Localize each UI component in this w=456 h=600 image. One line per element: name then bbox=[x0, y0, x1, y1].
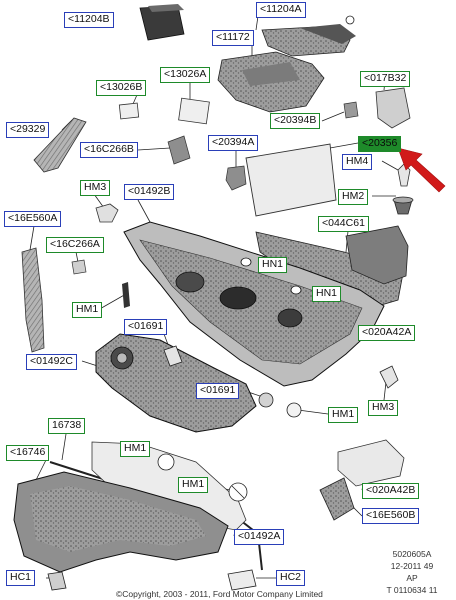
clip-hc1 bbox=[47, 571, 67, 591]
reference-code: 5020605A bbox=[392, 549, 432, 559]
callout-hm4[interactable]: HM4 bbox=[342, 154, 373, 170]
callout-13026b[interactable]: <13026B bbox=[96, 80, 147, 96]
seal-16c266b bbox=[167, 135, 191, 165]
callout-16e560b[interactable]: <16E560B bbox=[362, 508, 420, 524]
fastener-icon bbox=[345, 15, 355, 25]
callout-hc2[interactable]: HC2 bbox=[276, 570, 306, 586]
callout-16e560a[interactable]: <16E560A bbox=[4, 211, 62, 227]
reference-ap: AP bbox=[406, 573, 418, 583]
pad-16e560b bbox=[319, 477, 355, 521]
clip-20394b bbox=[343, 101, 359, 119]
callout-16746[interactable]: <16746 bbox=[6, 445, 50, 461]
grommet-icon bbox=[286, 402, 302, 418]
callout-01691-top[interactable]: <01691 bbox=[124, 319, 168, 335]
reference-date: 12-2011 49 bbox=[390, 561, 434, 571]
bracket-020a42b bbox=[337, 439, 405, 487]
callout-hn1-a[interactable]: HN1 bbox=[258, 257, 288, 273]
lower-insulator-01492c bbox=[95, 333, 257, 433]
callout-16738[interactable]: 16738 bbox=[48, 418, 86, 434]
pad-13026a bbox=[178, 97, 210, 125]
highlight-arrow-icon bbox=[397, 147, 446, 193]
callout-01492b[interactable]: <01492B bbox=[124, 184, 175, 200]
grommet-icon bbox=[258, 392, 274, 408]
callout-20394b[interactable]: <20394B bbox=[270, 113, 321, 129]
pad-13026b bbox=[118, 102, 140, 120]
callout-hm3-top[interactable]: HM3 bbox=[80, 180, 111, 196]
trim-29329 bbox=[33, 117, 87, 173]
clip-hc2 bbox=[227, 569, 257, 591]
seal-16c266a bbox=[71, 259, 87, 275]
callout-01691-mid[interactable]: <01691 bbox=[196, 383, 240, 399]
callout-20356[interactable]: <20356 bbox=[358, 136, 402, 152]
callout-044c61[interactable]: <044C61 bbox=[318, 216, 369, 232]
callout-017b32[interactable]: <017B32 bbox=[360, 71, 411, 87]
callout-16c266b[interactable]: <16C266B bbox=[80, 142, 138, 158]
callout-11204b[interactable]: <11204B bbox=[64, 12, 114, 28]
callout-29329[interactable]: <29329 bbox=[6, 122, 50, 138]
callout-hc1[interactable]: HC1 bbox=[6, 570, 36, 586]
callout-hn1-b[interactable]: HN1 bbox=[312, 286, 342, 302]
callout-020a42a[interactable]: <020A42A bbox=[358, 325, 416, 341]
callout-16c266a[interactable]: <16C266A bbox=[46, 237, 104, 253]
push-pin-icon bbox=[397, 163, 411, 187]
callout-hm1-left[interactable]: HM1 bbox=[72, 302, 103, 318]
callout-hm1-low[interactable]: HM1 bbox=[120, 441, 151, 457]
clip-20394a bbox=[225, 165, 247, 191]
callout-11204a[interactable]: <11204A bbox=[256, 2, 306, 18]
plug-icon bbox=[95, 203, 119, 223]
callout-11172[interactable]: <11172 bbox=[212, 30, 254, 46]
callout-hm3-right[interactable]: HM3 bbox=[368, 400, 399, 416]
callout-01492a[interactable]: <01492A bbox=[234, 529, 285, 545]
copyright-notice: ©Copyright, 2003 - 2011, Ford Motor Comp… bbox=[116, 589, 323, 599]
block-017b32 bbox=[375, 87, 411, 129]
strip-icon bbox=[122, 282, 130, 308]
callout-01492c[interactable]: <01492C bbox=[26, 354, 77, 370]
trim-16e560a bbox=[21, 247, 45, 353]
clip-icon bbox=[379, 365, 399, 389]
reference-document: T 0110634 11 bbox=[386, 585, 438, 595]
callout-13026a[interactable]: <13026A bbox=[160, 67, 211, 83]
callout-hm1-mid[interactable]: HM1 bbox=[328, 407, 359, 423]
callout-hm1-bottom[interactable]: HM1 bbox=[178, 477, 209, 493]
callout-020a42b[interactable]: <020A42B bbox=[362, 483, 420, 499]
callout-hm2[interactable]: HM2 bbox=[338, 189, 369, 205]
sheet-20356 bbox=[245, 143, 337, 217]
callout-20394a[interactable]: <20394A bbox=[208, 135, 259, 151]
